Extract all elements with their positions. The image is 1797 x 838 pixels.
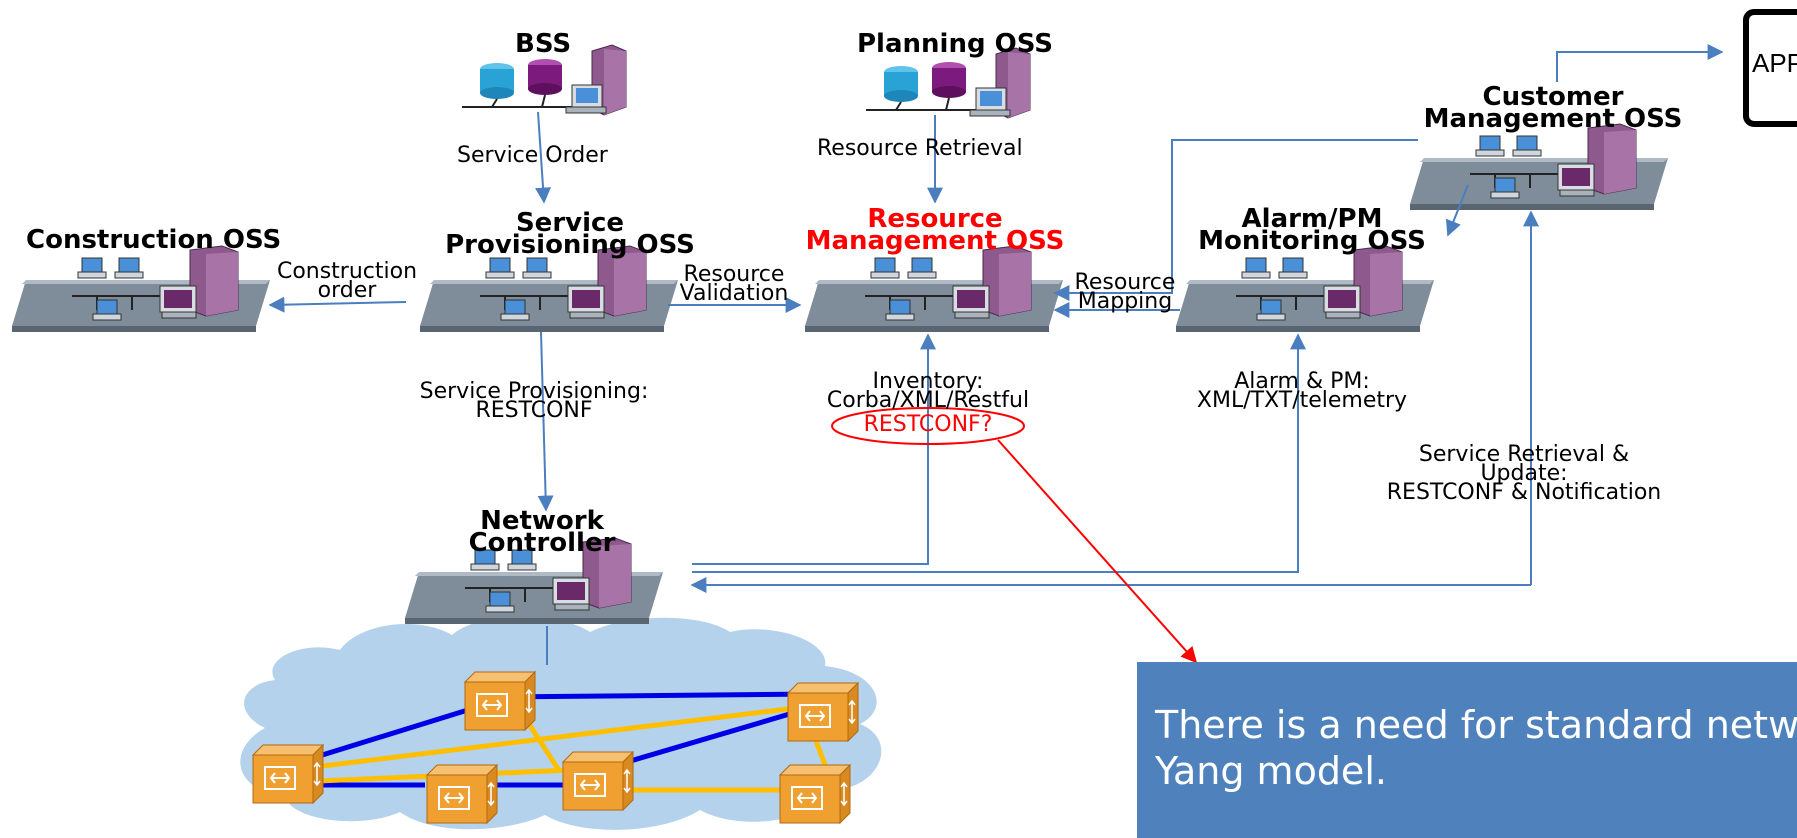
callout-pointer-arrow <box>997 439 1198 664</box>
network-controller-title-line2: Controller <box>468 528 616 558</box>
planning-oss-title: Planning OSS <box>857 29 1054 59</box>
inventory-label: Inventory: Corba/XML/Restful <box>808 369 1048 413</box>
customer-management-oss-title: Customer Management OSS <box>1418 82 1688 134</box>
construction-oss-station-icon <box>11 245 271 333</box>
alarm-pm-label: Alarm & PM: XML/TXT/telemetry <box>1182 369 1422 413</box>
alarm-pm-label-line2: XML/TXT/telemetry <box>1196 388 1408 413</box>
inventory-label-line2: Corba/XML/Restful <box>826 388 1030 413</box>
flow-arrows <box>268 44 1724 665</box>
callout-text: There is a need for standard netw Yang m… <box>1155 702 1797 794</box>
app-label: APP <box>1752 48 1797 78</box>
alarm-pm-label-line1: Alarm & PM: <box>1234 369 1370 394</box>
customer-management-oss-station-icon <box>1409 123 1669 211</box>
service-retrieval-label-line2: Update: <box>1480 461 1568 486</box>
resource-management-oss-title: Resource Management OSS <box>800 204 1070 256</box>
resource-management-oss-station-icon <box>804 245 1064 333</box>
resource-retrieval-label: Resource Retrieval <box>817 136 1023 161</box>
resource-validation-label: Resource Validation <box>674 262 794 306</box>
service-provisioning-oss-title-line1: Service <box>515 208 625 238</box>
restconf-highlight-ellipse <box>831 407 1025 445</box>
callout-text-line1: There is a need for standard netw <box>1155 703 1797 747</box>
construction-order-label: Construction order <box>270 259 424 303</box>
network-controller-title-line1: Network <box>480 506 604 536</box>
network-links <box>289 691 833 793</box>
customer-management-oss-title-line2: Management OSS <box>1423 104 1683 134</box>
inventory-label-line1: Inventory: <box>872 369 984 394</box>
service-provisioning-label: Service Provisioning: RESTCONF <box>405 379 663 423</box>
service-provisioning-label-line2: RESTCONF <box>475 398 593 423</box>
router-icon <box>252 744 324 804</box>
resource-mapping-label-line2: Mapping <box>1077 289 1173 314</box>
alarm-pm-oss-title-line1: Alarm/PM <box>1241 204 1383 234</box>
service-retrieval-label-line3: RESTCONF & Notification <box>1386 480 1662 505</box>
service-retrieval-label-line1: Service Retrieval & <box>1418 442 1630 467</box>
service-provisioning-oss-title-line2: Provisioning OSS <box>445 230 695 260</box>
resource-management-oss-title-line1: Resource <box>867 204 1003 234</box>
service-retrieval-label: Service Retrieval & Update: RESTCONF & N… <box>1370 442 1678 505</box>
alarm-pm-oss-station-icon <box>1175 245 1435 333</box>
router-icon <box>779 764 851 824</box>
construction-order-label-line2: order <box>317 278 377 303</box>
router-icon <box>464 671 536 731</box>
resource-validation-label-line1: Resource <box>683 262 785 287</box>
service-order-label: Service Order <box>457 143 608 168</box>
service-provisioning-label-line1: Service Provisioning: <box>419 379 649 404</box>
alarm-pm-oss-title: Alarm/PM Monitoring OSS <box>1194 204 1430 256</box>
alarm-pm-oss-title-line2: Monitoring OSS <box>1198 226 1426 256</box>
resource-management-oss-title-line2: Management OSS <box>805 226 1065 256</box>
callout-text-line2: Yang model. <box>1155 749 1387 793</box>
resource-validation-label-line2: Validation <box>679 281 789 306</box>
network-controller-title: Network Controller <box>462 506 622 558</box>
callout-box: There is a need for standard netw Yang m… <box>1137 662 1797 838</box>
customer-management-oss-title-line1: Customer <box>1482 82 1624 112</box>
resource-mapping-label-line1: Resource <box>1074 270 1176 295</box>
construction-oss-title: Construction OSS <box>26 225 282 255</box>
construction-order-label-line1: Construction <box>276 259 418 284</box>
app-phone-icon <box>1743 9 1797 127</box>
router-icon <box>426 764 498 824</box>
bss-title: BSS <box>515 29 572 59</box>
restconf-question-label: RESTCONF? <box>863 412 993 437</box>
service-provisioning-oss-title: Service Provisioning OSS <box>442 208 698 260</box>
router-icon <box>562 751 634 811</box>
resource-mapping-label: Resource Mapping <box>1070 270 1180 314</box>
router-icon <box>787 682 859 742</box>
